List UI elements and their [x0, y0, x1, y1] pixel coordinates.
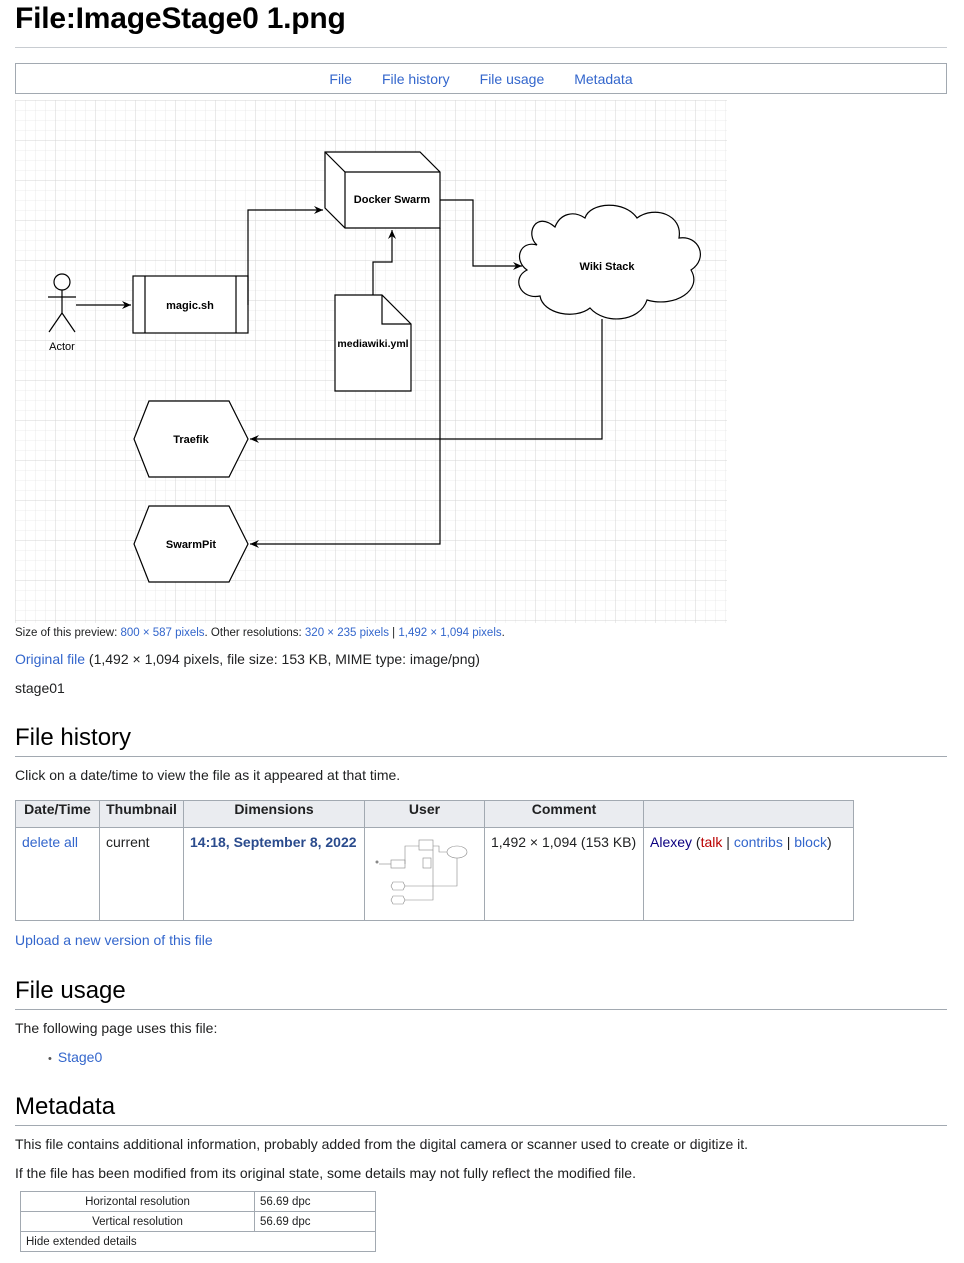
magic-sh-label: magic.sh: [166, 300, 214, 312]
docker-swarm-box: [324, 151, 441, 229]
preview-prefix: Size of this preview:: [15, 627, 121, 639]
original-file-line: Original file (1,492 × 1,094 pixels, fil…: [15, 651, 480, 667]
cell-status: current: [99, 827, 184, 921]
table-row: Hide extended details: [20, 1231, 376, 1252]
metadata-value: 56.69 dpc: [254, 1191, 376, 1212]
other-resolutions-label: . Other resolutions:: [204, 627, 305, 639]
metadata-line-2: If the file has been modified from its o…: [15, 1165, 636, 1181]
magic-sh-box: [132, 275, 249, 334]
actor-shape: [48, 273, 76, 333]
traefik-hexagon: [133, 400, 249, 478]
original-file-link[interactable]: Original file: [15, 651, 86, 667]
metadata-label: Vertical resolution: [20, 1211, 255, 1232]
tab-file-usage[interactable]: File usage: [479, 70, 545, 87]
resolution-separator: |: [388, 627, 399, 639]
traefik-label: Traefik: [173, 434, 209, 446]
resolution-1492-link[interactable]: 1,492 × 1,094 pixels: [398, 627, 502, 639]
datetime-link[interactable]: 14:18, September 8, 2022: [190, 834, 357, 850]
user-separator-2: |: [782, 834, 795, 850]
column-header-comment: Comment: [484, 800, 644, 828]
hide-extended-details-toggle[interactable]: Hide extended details: [20, 1231, 376, 1252]
column-header-dimensions: Dimensions: [183, 800, 365, 828]
swarmpit-label: SwarmPit: [166, 539, 216, 551]
file-history-heading: File history: [15, 724, 132, 751]
column-header-datetime: Date/Time: [15, 800, 100, 828]
block-link[interactable]: block: [794, 834, 827, 850]
tab-metadata[interactable]: Metadata: [574, 70, 633, 87]
wiki-stack-label: Wiki Stack: [580, 261, 636, 273]
file-description: stage01: [15, 680, 65, 696]
tab-file[interactable]: File: [329, 70, 352, 87]
resolution-320-link[interactable]: 320 × 235 pixels: [304, 627, 389, 639]
list-item: • Stage0: [48, 1049, 102, 1065]
bullet-icon: •: [48, 1053, 52, 1065]
cell-thumbnail: [364, 827, 485, 921]
tab-file-history[interactable]: File history: [381, 70, 450, 87]
thumbnail-image[interactable]: [371, 832, 471, 906]
cell-action: delete all: [15, 827, 100, 921]
preview-size-link[interactable]: 800 × 587 pixels: [120, 627, 205, 639]
metadata-divider: [15, 1125, 947, 1126]
actor-label: Actor: [49, 341, 75, 353]
delete-all-link[interactable]: delete all: [22, 834, 79, 850]
user-link[interactable]: Alexey: [650, 834, 693, 850]
table-row: Vertical resolution 56.69 dpc: [20, 1211, 376, 1232]
page-title: File:ImageStage0 1.png: [15, 2, 346, 35]
user-separator-1: |: [722, 834, 734, 850]
wiki-stack-cloud: [518, 204, 701, 320]
table-row: Horizontal resolution 56.69 dpc: [20, 1191, 376, 1212]
metadata-table: Horizontal resolution 56.69 dpc Vertical…: [20, 1191, 376, 1252]
usage-page-link[interactable]: Stage0: [57, 1049, 103, 1065]
table-header-row: Date/Time Thumbnail Dimensions User Comm…: [15, 800, 854, 828]
file-usage-intro: The following page uses this file:: [15, 1020, 218, 1036]
user-paren-close: ): [826, 834, 832, 850]
upload-new-version-link[interactable]: Upload a new version of this file: [15, 932, 213, 948]
file-tab-bar: File File history File usage Metadata: [15, 63, 947, 94]
file-history-intro: Click on a date/time to view the file as…: [15, 767, 401, 783]
contribs-link[interactable]: contribs: [733, 834, 783, 850]
mediawiki-yml-label: mediawiki.yml: [337, 338, 408, 350]
talk-link[interactable]: talk: [700, 834, 723, 850]
file-history-table: Date/Time Thumbnail Dimensions User Comm…: [15, 800, 854, 921]
metadata-heading: Metadata: [15, 1093, 116, 1120]
column-header-empty: [643, 800, 854, 828]
original-file-info: (1,492 × 1,094 pixels, file size: 153 KB…: [85, 651, 480, 667]
title-divider: [15, 47, 947, 48]
metadata-value: 56.69 dpc: [254, 1211, 376, 1232]
user-paren-open: (: [692, 834, 701, 850]
cell-dimensions: 1,492 × 1,094 (153 KB): [484, 827, 644, 921]
docker-swarm-label: Docker Swarm: [354, 194, 431, 206]
table-row: delete all current 14:18, September 8, 2…: [15, 827, 854, 921]
connector-lines: [76, 199, 603, 548]
column-header-user: User: [364, 800, 485, 828]
file-usage-heading: File usage: [15, 977, 126, 1004]
preview-size-line: Size of this preview: 800 × 587 pixels. …: [15, 627, 505, 639]
cell-datetime: 14:18, September 8, 2022: [183, 827, 365, 921]
file-preview-image[interactable]: Actor magic.sh Docker Swarm mediawiki.ym…: [15, 100, 727, 623]
swarmpit-hexagon: [133, 505, 249, 583]
file-history-divider: [15, 756, 947, 757]
file-usage-divider: [15, 1009, 947, 1010]
mediawiki-yml-file: [334, 294, 412, 392]
preview-end: .: [501, 627, 505, 639]
metadata-label: Horizontal resolution: [20, 1191, 255, 1212]
cell-user: Alexey (talk | contribs | block): [643, 827, 854, 921]
metadata-line-1: This file contains additional informatio…: [15, 1136, 749, 1152]
column-header-thumbnail: Thumbnail: [99, 800, 184, 828]
